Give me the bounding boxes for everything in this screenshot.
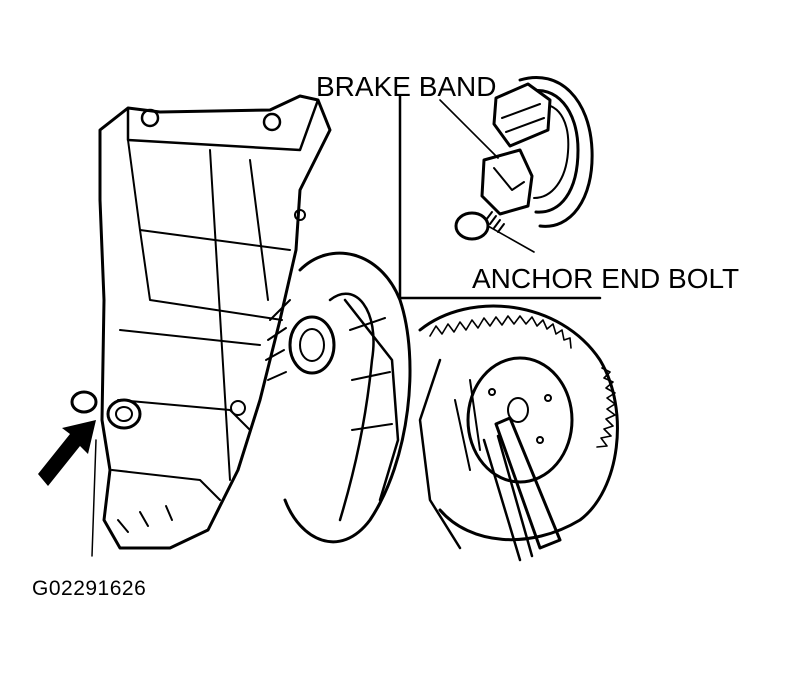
plug-left bbox=[70, 390, 98, 414]
figure-code: G02291626 bbox=[32, 577, 147, 600]
transmission-case bbox=[98, 94, 332, 550]
plug-right bbox=[106, 398, 142, 430]
brake-band-inset bbox=[398, 76, 602, 300]
anchor-end-bolt-head bbox=[454, 211, 490, 241]
arrow-indicator bbox=[38, 420, 96, 486]
large-gear bbox=[418, 304, 619, 550]
tool-handle bbox=[482, 416, 562, 562]
anchor-end-bolt-label: ANCHOR END BOLT bbox=[472, 263, 739, 294]
brake-band-label: BRAKE BAND bbox=[316, 71, 497, 102]
plug-group bbox=[70, 390, 142, 557]
brake-band-leader bbox=[439, 99, 499, 159]
anchor-end-bolt-leader bbox=[487, 225, 535, 253]
central-drum bbox=[265, 251, 412, 544]
